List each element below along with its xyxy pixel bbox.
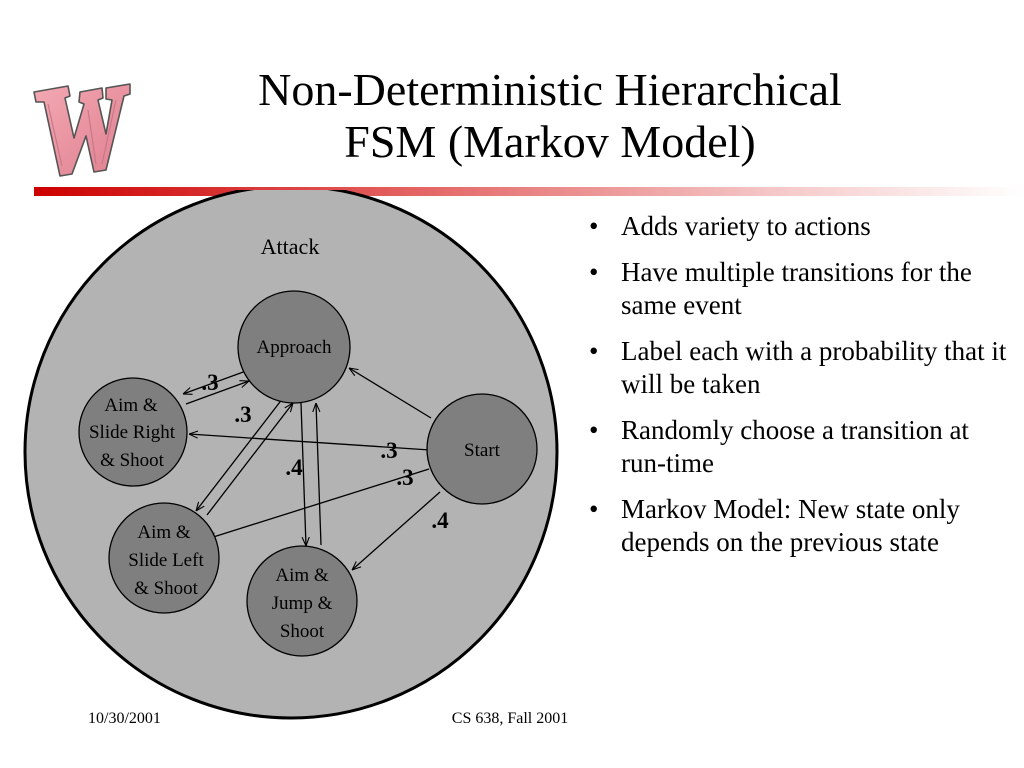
prob-approach-to-left: .3 xyxy=(234,402,251,427)
bullet-dot-icon: • xyxy=(589,494,599,524)
bullet-dot-icon: • xyxy=(589,415,599,445)
slide-title-line-1: Non-Deterministic Hierarchical xyxy=(258,64,842,115)
state-start-label: Start xyxy=(464,440,501,461)
state-aim-jump-label-1: Aim & xyxy=(275,565,329,586)
state-approach: Approach xyxy=(237,290,351,404)
state-aim-slide-left-label-3: & Shoot xyxy=(134,578,199,599)
state-aim-slide-left: Aim & Slide Left & Shoot xyxy=(108,502,220,614)
transition-start-to-jump xyxy=(352,491,441,570)
attack-label: Attack xyxy=(261,234,320,259)
prob-approach-to-jump: .4 xyxy=(285,455,303,480)
probability-labels: .3 .3 .4 .3 .3 .4 xyxy=(201,370,449,533)
title-underline xyxy=(34,187,1024,196)
bullet-text: Randomly choose a transition at run-time xyxy=(621,415,969,478)
state-approach-circle xyxy=(237,290,351,404)
transition-jump-to-approach xyxy=(316,403,322,546)
transition-approach-to-jump xyxy=(300,402,306,546)
bullet-dot-icon: • xyxy=(589,336,599,366)
wisconsin-w-logo xyxy=(33,83,131,177)
state-aim-slide-right: Aim & Slide Right & Shoot xyxy=(78,377,188,487)
bullet-item: • Randomly choose a transition at run-tim… xyxy=(585,414,1010,480)
state-aim-slide-right-circle xyxy=(78,377,188,487)
transition-slide-left-to-approach xyxy=(206,403,293,516)
transition-start-to-approach xyxy=(349,368,432,419)
bullet-text: Adds variety to actions xyxy=(621,211,871,241)
bullet-item: • Have multiple transitions for the same … xyxy=(585,256,1010,322)
state-start: Start xyxy=(426,393,538,505)
prob-start-to-right: .3 xyxy=(380,438,397,463)
state-aim-jump-circle xyxy=(246,545,358,657)
bullet-item: • Markov Model: New state only depends on… xyxy=(585,493,1010,559)
state-approach-label: Approach xyxy=(257,337,332,358)
state-start-circle xyxy=(426,393,538,505)
footer-date: 10/30/2001 xyxy=(88,710,161,727)
bullet-item: • Label each with a probability that it w… xyxy=(585,335,1010,401)
bullet-text: Have multiple transitions for the same e… xyxy=(621,257,972,320)
prob-approach-to-right: .3 xyxy=(201,370,218,395)
state-aim-slide-left-label-2: Slide Left xyxy=(128,550,204,571)
state-aim-slide-right-label-3: & Shoot xyxy=(100,450,165,471)
bullet-item: • Adds variety to actions xyxy=(585,210,1010,243)
footer-course: CS 638, Fall 2001 xyxy=(451,710,569,727)
transition-approach-to-slide-right xyxy=(183,370,247,394)
state-aim-slide-left-circle xyxy=(108,502,220,614)
prob-start-to-jump: .4 xyxy=(431,508,449,533)
transitions xyxy=(183,368,441,570)
state-aim-slide-left-label-1: Aim & xyxy=(137,522,191,543)
slide-title-line-2: FSM (Markov Model) xyxy=(344,116,756,167)
bullet-dot-icon: • xyxy=(589,257,599,287)
bullet-text: Markov Model: New state only depends on … xyxy=(621,494,960,557)
bullet-list: • Adds variety to actions • Have multiple … xyxy=(585,210,1010,572)
slide-title: Non-Deterministic Hierarchical FSM (Mark… xyxy=(150,64,950,168)
state-aim-slide-right-label-2: Slide Right xyxy=(89,422,176,443)
transition-slide-right-to-approach xyxy=(185,381,249,405)
state-aim-jump-label-3: Shoot xyxy=(280,621,325,642)
state-aim-jump: Aim & Jump & Shoot xyxy=(246,545,358,657)
transition-start-to-slide-right xyxy=(189,434,431,451)
fsm-diagram: Attack Approach Start Aim & Slide Right … xyxy=(23,190,559,720)
state-aim-jump-label-2: Jump & xyxy=(272,593,333,614)
bullet-dot-icon: • xyxy=(589,211,599,241)
transition-approach-to-slide-left xyxy=(196,397,284,511)
state-aim-slide-right-label-1: Aim & xyxy=(104,395,158,416)
bullet-text: Label each with a probability that it wi… xyxy=(621,336,1007,399)
transition-start-to-slide-left xyxy=(207,468,430,539)
prob-start-to-left: .3 xyxy=(396,465,413,490)
